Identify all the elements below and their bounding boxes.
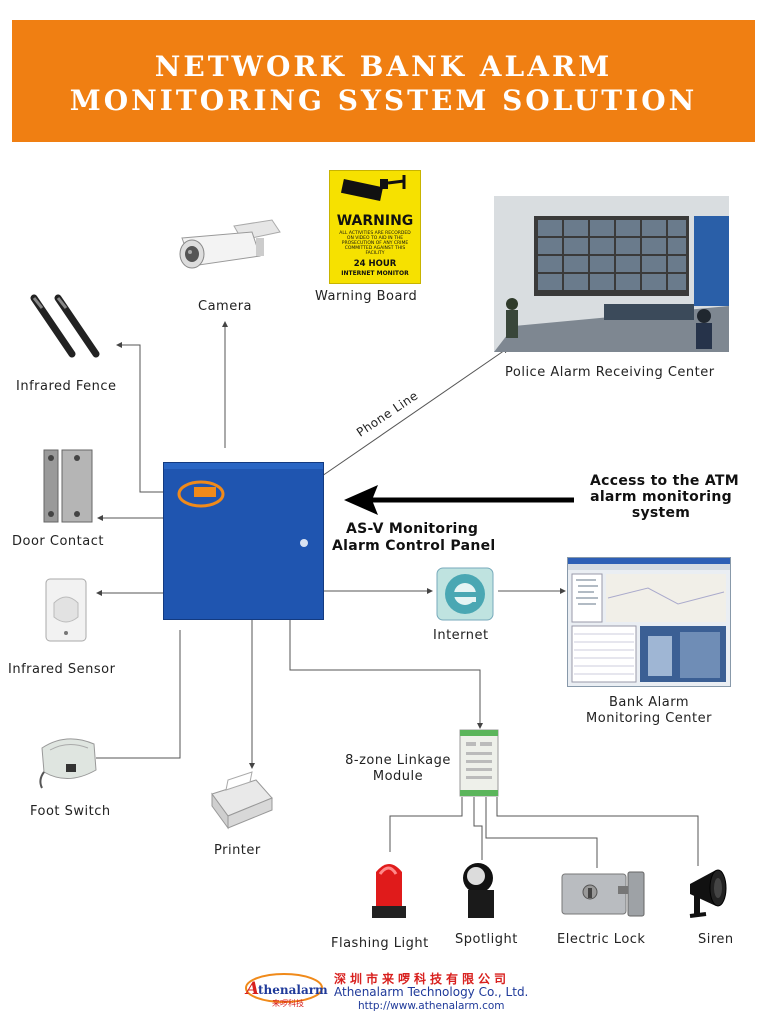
line-phone — [321, 347, 509, 477]
linkage-label-2: Module — [372, 769, 424, 784]
company-name-en: Athenalarm Technology Co., Ltd. — [334, 985, 529, 999]
panel-label-line-1: AS-V Monitoring — [346, 521, 479, 537]
line-lock — [485, 797, 598, 868]
panel-label-line-2: Alarm Control Panel — [332, 538, 496, 554]
warning-board: WARNING ALL ACTIVITIES ARE RECORDED ON V… — [329, 170, 421, 284]
svg-text:thenalarm: thenalarm — [258, 983, 328, 997]
bank-center-label-1: Bank Alarm — [608, 695, 690, 710]
warning-sign-footer-1: 24 HOUR — [353, 259, 397, 269]
foot-switch-image — [36, 730, 102, 792]
infrared-sensor-image — [44, 577, 88, 643]
electric-lock-label: Electric Lock — [557, 932, 646, 947]
flashing-light-label: Flashing Light — [331, 936, 429, 951]
bank-center-screenshot — [567, 557, 731, 687]
electric-lock-image — [560, 868, 648, 920]
flashing-light-image — [368, 852, 410, 922]
title-line-2: MONITORING SYSTEM SOLUTION — [69, 84, 698, 117]
police-center-label: Police Alarm Receiving Center — [505, 365, 715, 380]
infrared-fence-label: Infrared Fence — [16, 379, 117, 394]
cctv-icon — [340, 175, 406, 202]
foot-switch-label: Foot Switch — [30, 804, 111, 819]
door-contact-label: Door Contact — [12, 534, 104, 549]
internet-label: Internet — [433, 628, 489, 643]
linkage-module-image — [458, 728, 500, 798]
infrared-sensor-label: Infrared Sensor — [8, 662, 116, 677]
camera-label: Camera — [198, 299, 253, 314]
company-name-cn: 深圳市来啰科技有限公司 — [334, 972, 511, 986]
panel-logo-icon — [177, 480, 225, 508]
line-linkage — [289, 620, 483, 729]
siren-image — [682, 864, 734, 920]
police-center-photo — [494, 196, 729, 352]
title-line-1: NETWORK BANK ALARM — [154, 50, 613, 83]
internet-icon — [433, 564, 497, 624]
line-siren — [496, 797, 699, 866]
door-contact-image — [40, 446, 96, 528]
bank-center-label-2: Monitoring Center — [586, 711, 712, 726]
spotlight-label: Spotlight — [455, 932, 518, 947]
printer-label: Printer — [214, 843, 261, 858]
warning-sign-title: WARNING — [336, 213, 414, 229]
line-flashing — [389, 797, 463, 852]
line-foot-switch — [96, 630, 181, 759]
title-banner: NETWORK BANK ALARM MONITORING SYSTEM SOL… — [12, 20, 755, 142]
siren-label: Siren — [698, 932, 734, 947]
company-logo: A thenalarm 来啰科技 — [244, 968, 334, 1010]
svg-text:A: A — [244, 979, 259, 999]
infrared-fence-image — [28, 294, 104, 362]
printer-image — [206, 768, 276, 832]
warning-sign-footer-2: INTERNET MONITOR — [341, 270, 409, 277]
linkage-label-1: 8-zone Linkage — [345, 753, 451, 768]
warning-board-label: Warning Board — [315, 289, 418, 304]
logo-subtext: 来啰科技 — [272, 999, 304, 1008]
atm-access-line-3: system — [631, 505, 691, 521]
company-url: http://www.athenalarm.com — [358, 1000, 505, 1012]
atm-access-line-1: Access to the ATM — [590, 473, 740, 489]
line-infrared-fence — [116, 342, 163, 493]
warning-sign-body: ALL ACTIVITIES ARE RECORDED ON VIDEO TO … — [339, 231, 411, 256]
line-spotlight — [473, 797, 483, 860]
atm-arrow-head — [344, 485, 378, 515]
atm-access-line-2: alarm monitoring — [590, 489, 732, 505]
spotlight-image — [458, 860, 504, 920]
control-panel-image — [163, 462, 324, 620]
camera-image — [172, 216, 284, 282]
